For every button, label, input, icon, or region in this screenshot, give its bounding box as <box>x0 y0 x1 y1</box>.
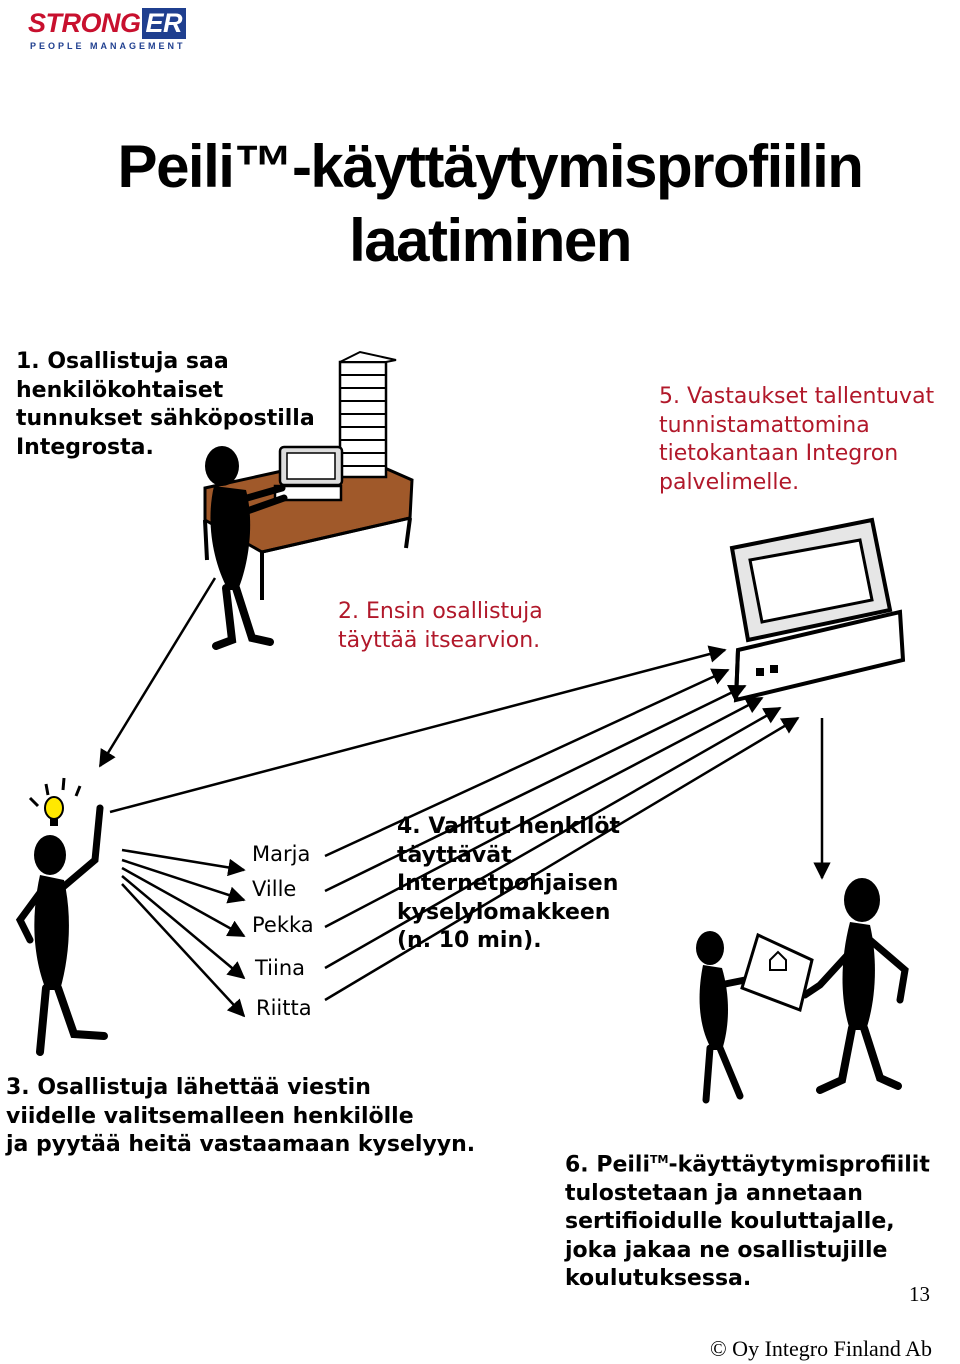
trademark-sup: TM <box>650 1153 669 1166</box>
step-5-text: 5. Vastaukset tallentuvat tunnistamattom… <box>659 384 935 495</box>
desk-computer-icon <box>273 445 344 502</box>
step-1-text: 1. Osallistuja saa henkilökohtaiset tunn… <box>16 349 315 460</box>
name-tiina: Tiina <box>255 956 306 980</box>
logo-text-tail: ER <box>141 8 187 39</box>
arrow-to-pekka <box>121 866 246 938</box>
server-computer-icon <box>729 517 906 703</box>
name-marja: Marja <box>252 842 311 866</box>
arrow-to-ville <box>121 858 246 904</box>
flow-arrows <box>98 577 831 1018</box>
page-title: Peili™-käyttäytymisprofiilin laatiminen <box>0 130 960 278</box>
desk-illustration <box>203 350 414 650</box>
arrow-desk-to-participant <box>98 577 217 768</box>
copyright-notice: © Oy Integro Finland Ab <box>709 1336 932 1361</box>
arrow-ville-to-server <box>324 684 747 893</box>
person-at-desk-icon <box>205 446 288 650</box>
arrow-to-riitta <box>121 883 246 1018</box>
arrow-participant-to-server <box>109 645 727 814</box>
logo-text-main: STRONG <box>28 8 141 38</box>
name-ville: Ville <box>252 877 297 901</box>
title-line-1: Peili™-käyttäytymisprofiilin <box>117 133 864 200</box>
paper-stack-icon <box>338 350 397 479</box>
step-6-rest: -käyttäytymisprofiilit tulostetaan ja an… <box>565 1152 930 1292</box>
step-3-text: 3. Osallistuja lähettää viestin viidelle… <box>6 1075 476 1157</box>
arrow-tiina-to-server <box>324 706 782 970</box>
arrow-to-marja <box>121 848 246 877</box>
arrow-pekka-to-server <box>324 696 764 929</box>
title-line-2: laatiminen <box>349 207 632 274</box>
arrow-riitta-to-server <box>324 716 800 1002</box>
people-handing-document-icon <box>696 878 909 1104</box>
step-6-text: 6. PeiliTM-käyttäytymisprofiilit tuloste… <box>565 1146 930 1294</box>
participant-idea-icon <box>15 777 108 1056</box>
page-number: 13 <box>909 1282 930 1306</box>
name-pekka: Pekka <box>252 913 314 937</box>
step-4-text: 4. Valitut henkilöt täyttävät Internetpo… <box>397 814 621 953</box>
step-2-text: 2. Ensin osallistuja täyttää itsearvion. <box>338 599 543 653</box>
arrow-to-tiina <box>121 875 246 980</box>
arrow-marja-to-server <box>324 668 730 858</box>
logo-subtitle: PEOPLE MANAGEMENT <box>30 41 186 51</box>
light-bulb-icon <box>44 796 64 820</box>
name-riitta: Riitta <box>256 996 312 1020</box>
step-6-prefix: 6. Peili <box>565 1152 650 1178</box>
